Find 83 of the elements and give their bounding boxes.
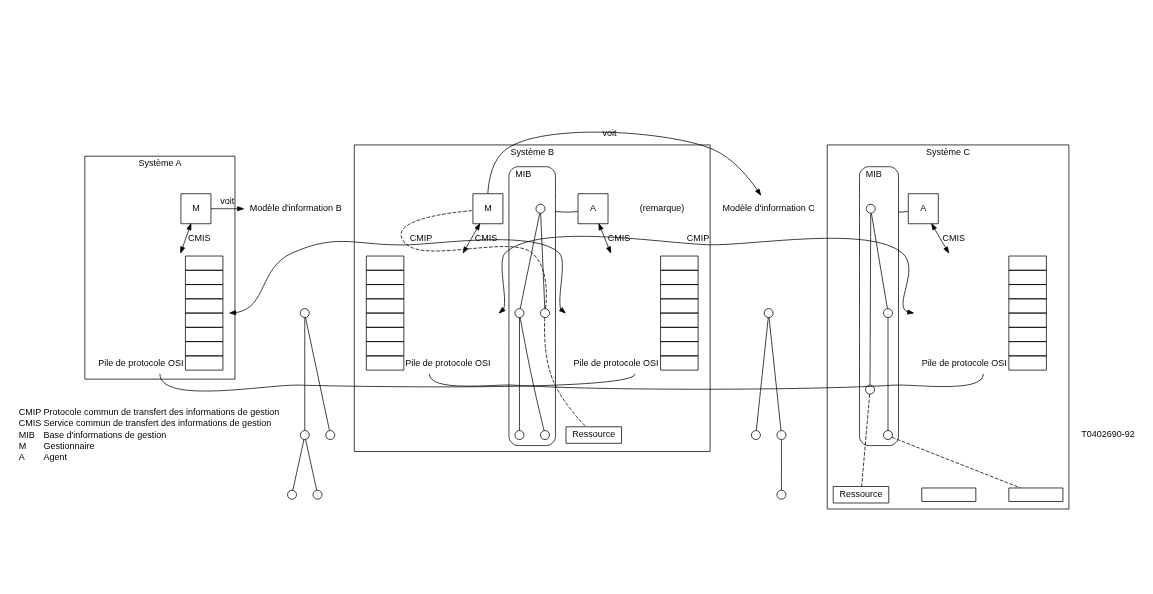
connector xyxy=(159,373,636,391)
node-circle xyxy=(763,307,774,318)
label: CMIS xyxy=(18,418,42,428)
connector xyxy=(304,316,306,431)
connector xyxy=(871,212,888,309)
node-circle xyxy=(325,429,336,440)
connector xyxy=(861,393,871,487)
arrow xyxy=(180,222,192,253)
node-label: Pile de protocole OSI xyxy=(573,357,659,368)
node-circle xyxy=(299,429,310,440)
label: (remarque) xyxy=(639,202,685,213)
connector xyxy=(429,373,984,390)
node-label: Pile de protocole OSI xyxy=(405,357,491,368)
node-circle xyxy=(776,429,787,440)
node-box: M xyxy=(472,192,504,224)
node-circle xyxy=(312,489,323,500)
node-box: A xyxy=(907,192,939,224)
node-label: Pile de protocole OSI xyxy=(98,357,184,368)
connector xyxy=(755,316,769,431)
node-box xyxy=(1008,487,1064,502)
connector xyxy=(781,438,782,490)
connector xyxy=(519,316,520,431)
node-circle xyxy=(540,429,550,440)
arrow xyxy=(931,222,950,253)
arrow xyxy=(229,238,566,315)
arrow xyxy=(462,222,481,253)
connector xyxy=(555,210,578,212)
edge-label: CMIP xyxy=(409,232,433,243)
connector xyxy=(540,212,546,309)
node-circle xyxy=(514,307,525,318)
edge-label: CMIS xyxy=(188,232,211,243)
arrow xyxy=(210,205,244,211)
cluster: MIB xyxy=(859,165,899,446)
node-circle xyxy=(514,429,525,440)
node-circle xyxy=(299,307,310,318)
edge-label: CMIS xyxy=(607,232,631,243)
cluster: MIB xyxy=(508,165,556,446)
connector xyxy=(891,436,1021,488)
connector xyxy=(305,316,330,431)
connector xyxy=(544,316,587,427)
node-circle xyxy=(883,307,893,318)
label: Base d'informations de gestion xyxy=(43,429,167,440)
node-box xyxy=(921,487,977,502)
node-box: A xyxy=(577,192,609,224)
edge-label: CMIS xyxy=(942,232,965,243)
arrow xyxy=(487,131,762,195)
connector xyxy=(305,438,318,490)
node-circle xyxy=(776,489,787,500)
node-box: Ressource xyxy=(565,425,622,444)
connector xyxy=(887,316,889,431)
connector xyxy=(400,209,547,309)
node-box: Ressource xyxy=(832,485,890,503)
label: T0402690-92 xyxy=(1081,428,1135,439)
label: MIB xyxy=(18,429,35,440)
label: Agent xyxy=(43,451,68,462)
connector xyxy=(292,438,305,490)
label: A xyxy=(18,451,25,462)
node-circle xyxy=(883,429,893,440)
node-text: Modèle d'information C xyxy=(722,202,815,213)
label: Gestionnaire xyxy=(43,440,95,451)
edge-label: CMIP xyxy=(686,232,710,243)
node-circle xyxy=(540,307,550,318)
node-circle xyxy=(287,489,297,500)
edge-label: CMIS xyxy=(474,232,498,243)
connector xyxy=(768,316,782,431)
arrow xyxy=(498,235,914,314)
node-label: Pile de protocole OSI xyxy=(921,357,1007,368)
node-circle xyxy=(535,203,546,214)
label: Service commun de transfert des informations de gestion xyxy=(43,418,272,428)
label: M xyxy=(18,440,27,451)
node-circle xyxy=(751,429,761,440)
edge-label: voit xyxy=(220,195,235,206)
node-text: Modèle d'information B xyxy=(249,202,342,213)
connector xyxy=(898,210,909,212)
label: CMIP xyxy=(18,406,42,417)
arrow xyxy=(598,222,612,253)
connector xyxy=(869,212,872,385)
label: Protocole commun de transfert des informations de gestion xyxy=(43,406,280,417)
connector xyxy=(519,316,545,431)
node-circle xyxy=(865,203,876,214)
connector xyxy=(519,212,541,309)
node-box: M xyxy=(180,192,212,224)
node-circle xyxy=(865,384,875,394)
